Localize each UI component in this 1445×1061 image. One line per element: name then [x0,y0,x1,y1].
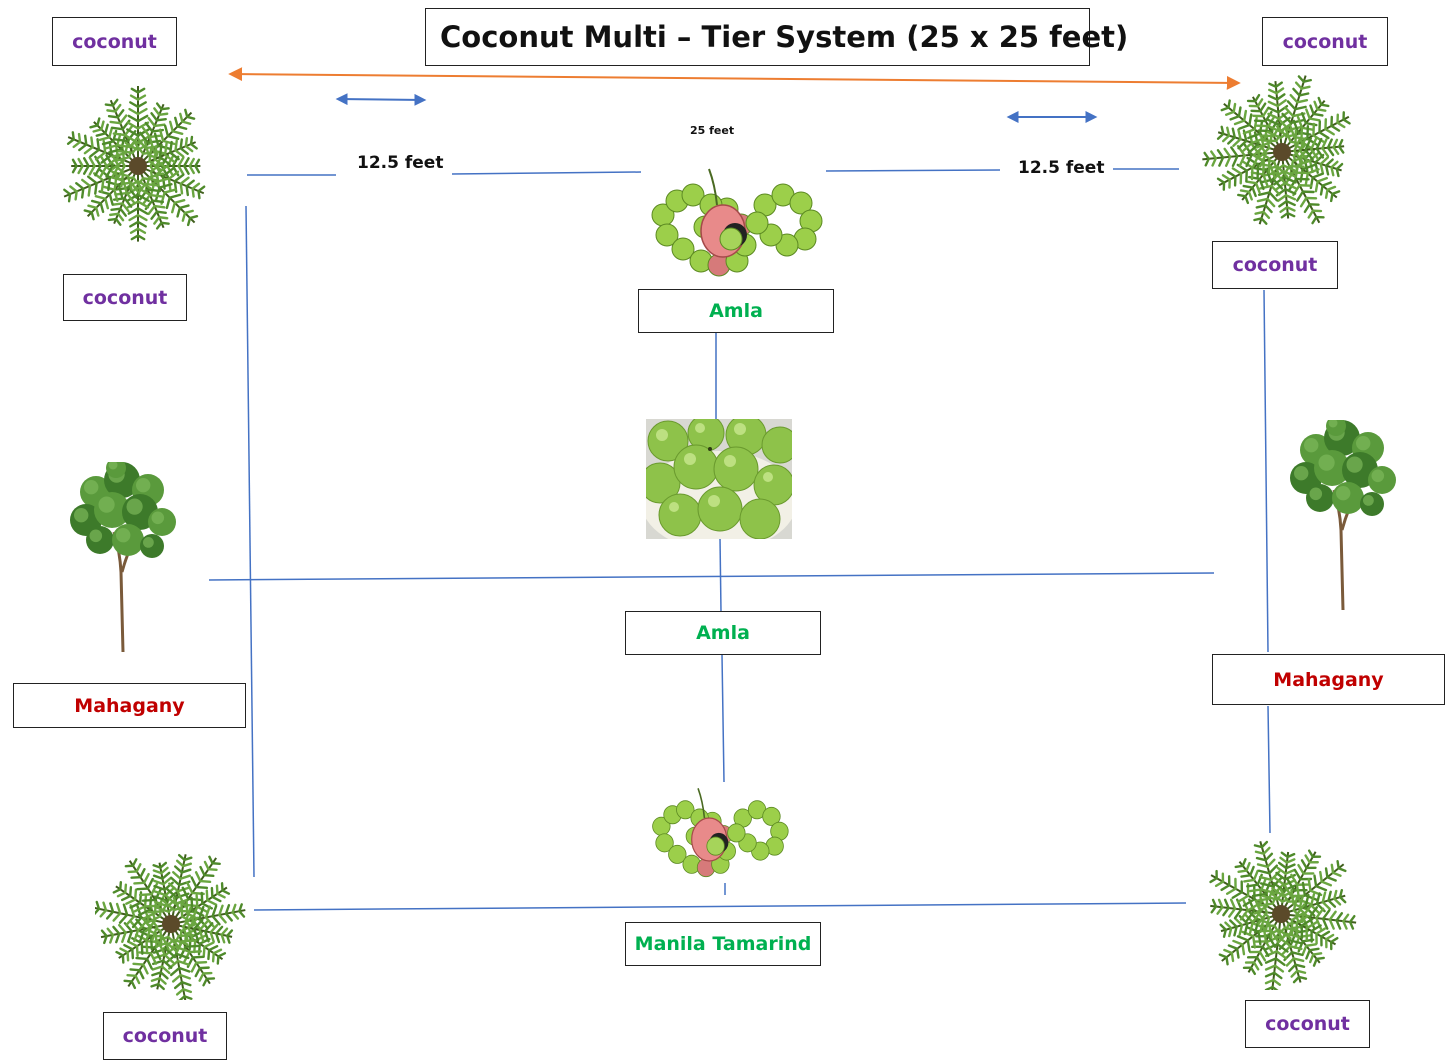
left-half-arrow [335,93,427,106]
coconut-label: coconut [1212,241,1338,289]
manila-tamarind-fruit-icon [652,788,789,878]
amla-label: Amla [638,289,834,333]
manila-tamarind-fruit-icon [651,168,823,277]
coconut-palm-icon [63,86,206,242]
mahagany-label: Mahagany [1212,654,1445,705]
coconut-label: coconut [103,1012,227,1060]
right-half-width-label: 12.5 feet [1018,158,1105,178]
mahogany-tree-icon [1290,420,1396,610]
amla-label: Amla [625,611,821,655]
coconut-label: coconut [52,17,177,66]
coconut-label: coconut [1262,17,1388,66]
total-width-label: 25 feet [690,124,735,137]
coconut-label: coconut [1245,1000,1370,1048]
diagram-title: Coconut Multi – Tier System (25 x 25 fee… [425,8,1128,66]
amla-fruit-bowl-icon [646,419,792,539]
coconut-label: coconut [63,274,187,321]
mahogany-tree-icon [70,462,176,652]
coconut-palm-icon [95,853,246,1000]
coconut-palm-icon [1202,75,1351,225]
total-width-arrow [228,67,1241,90]
mahagany-label: Mahagany [13,683,246,728]
coconut-palm-icon [1209,840,1357,990]
manila-tamarind-label: Manila Tamarind [625,922,821,966]
left-half-width-label: 12.5 feet [357,153,444,173]
